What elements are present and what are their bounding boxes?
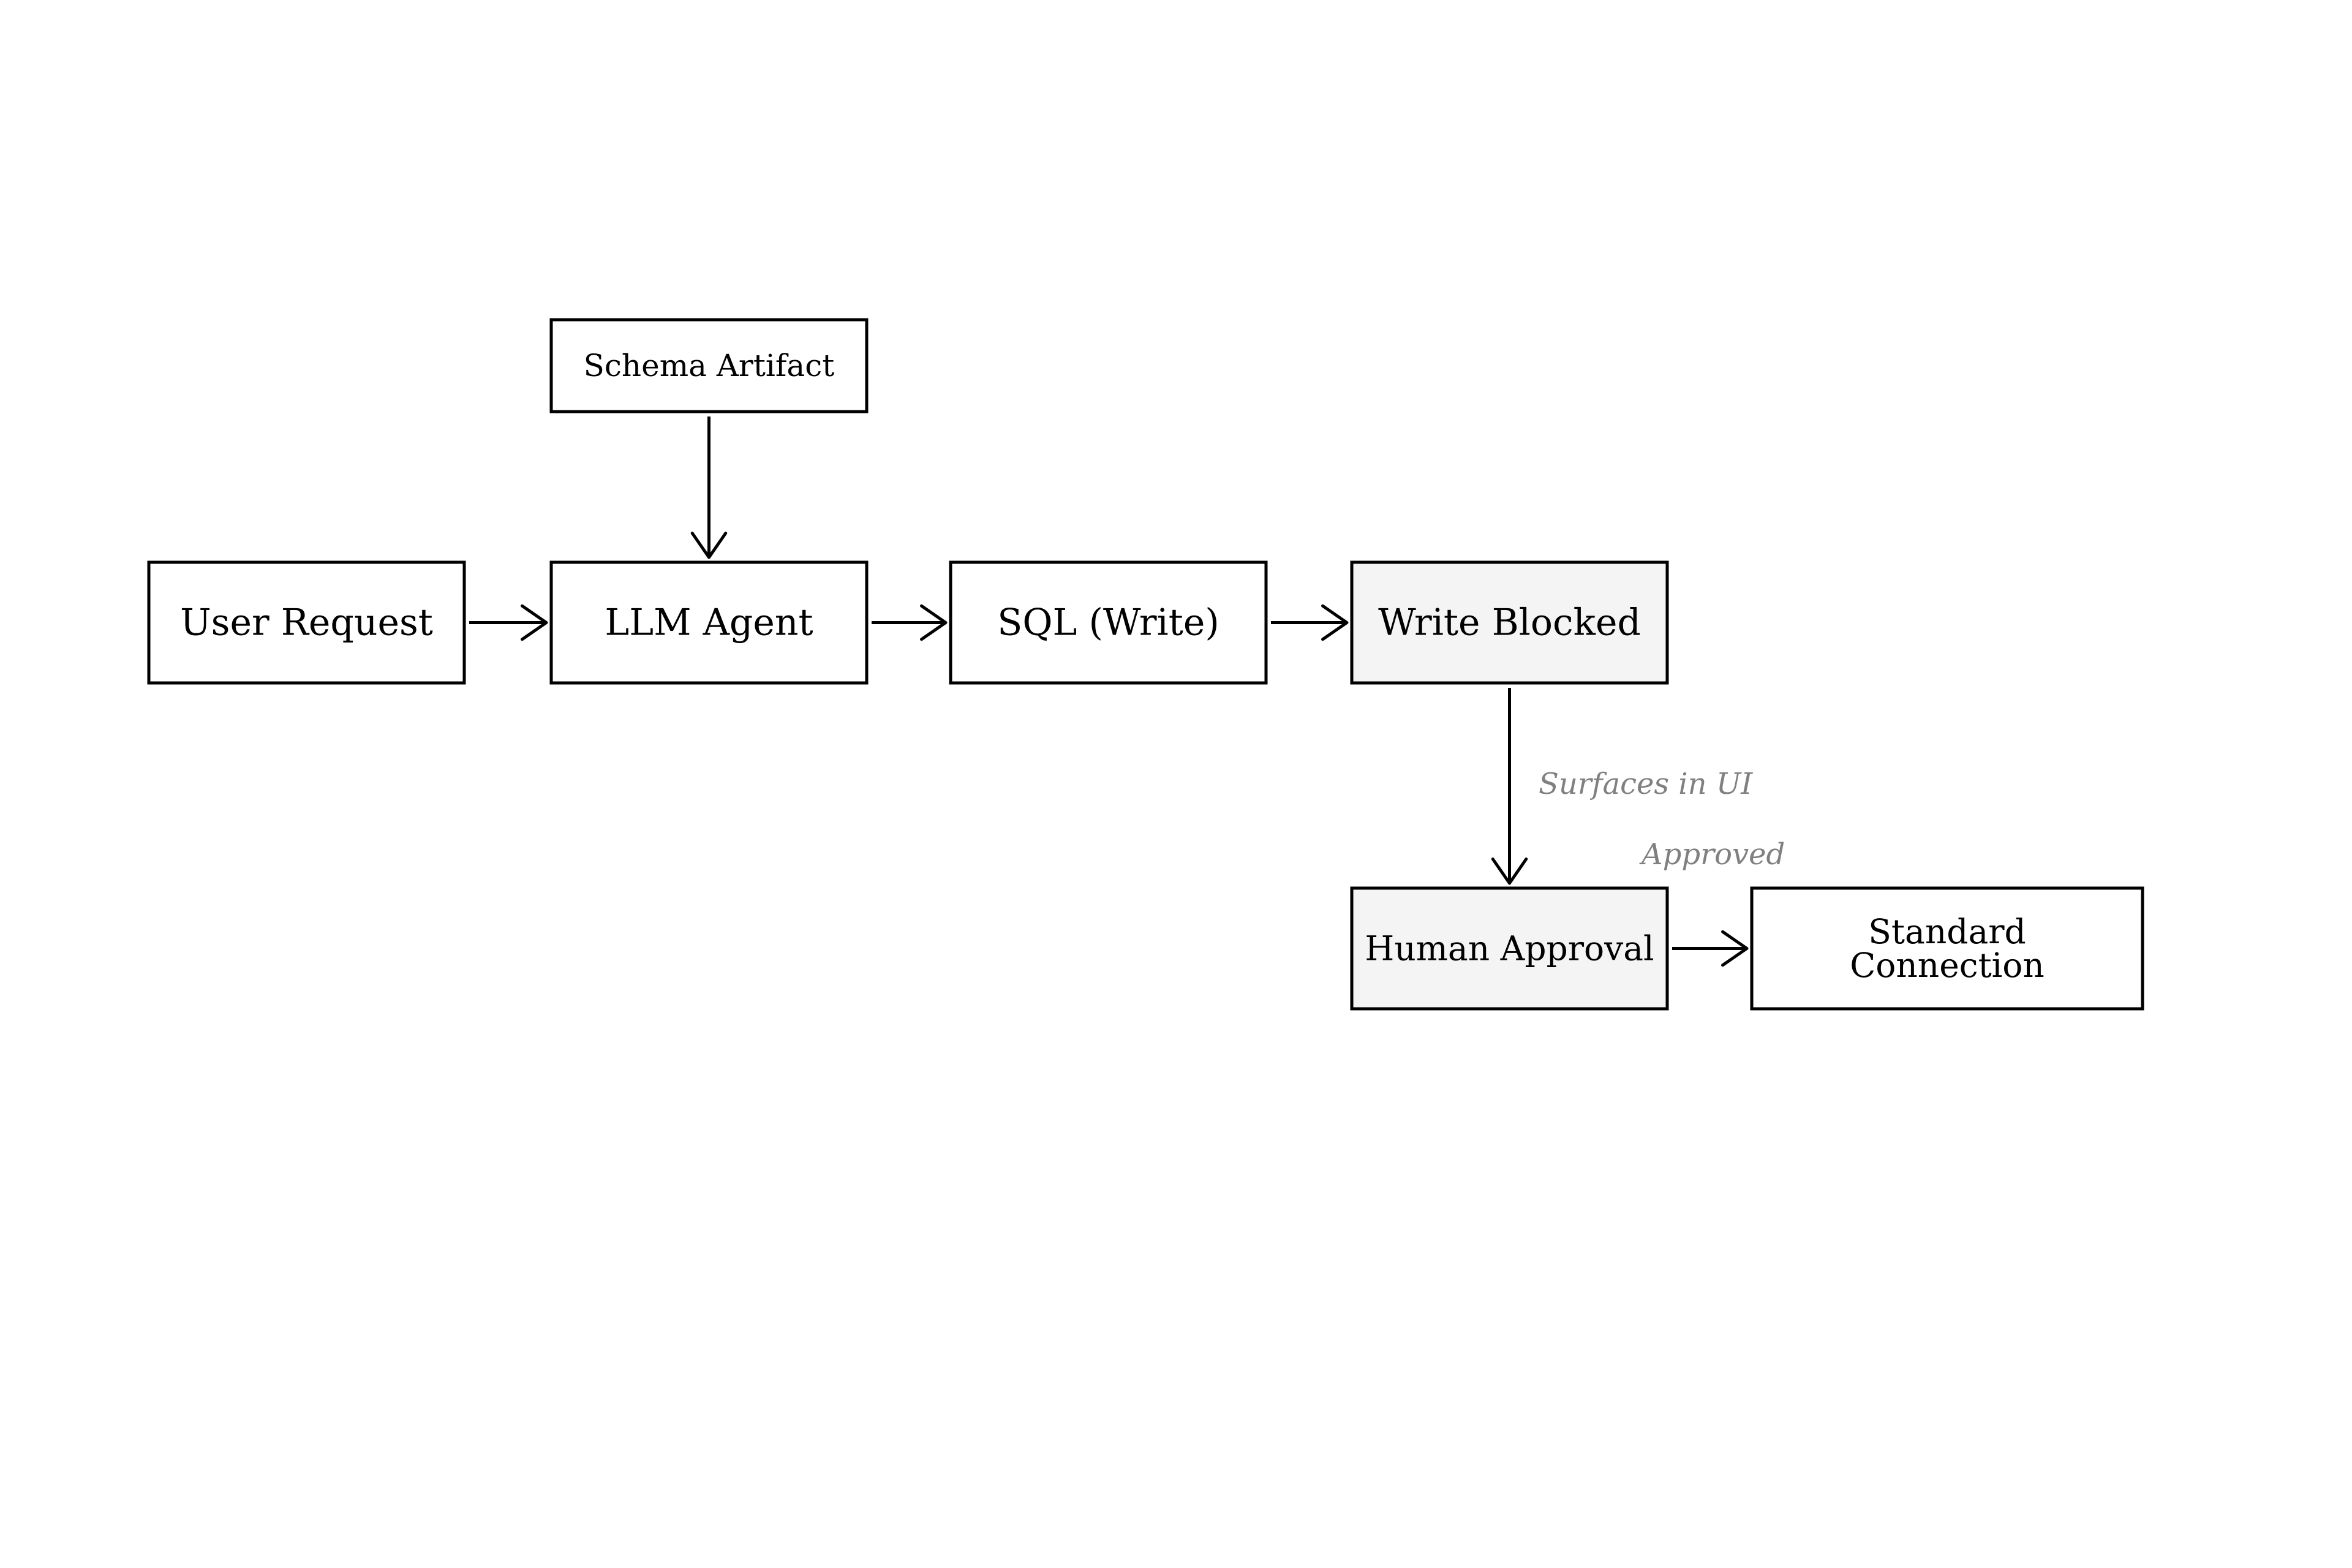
node-label: Human Approval (1365, 929, 1654, 968)
edge-llm-agent-to-sql-write (872, 604, 948, 641)
node-label: SQL (Write) (997, 601, 1219, 644)
node-box (1350, 560, 1669, 685)
node-schema-artifact: Schema Artifact (549, 318, 869, 413)
node-box (1350, 886, 1669, 1011)
node-box (147, 560, 466, 685)
arrow-head-icon (520, 604, 548, 641)
edge-write-blocked-to-human-approval: Surfaces in UI (1491, 688, 1753, 885)
edge-label: Surfaces in UI (1539, 767, 1753, 801)
node-box (949, 560, 1268, 685)
edge-schema-artifact-to-llm-agent (690, 417, 728, 559)
node-human-approval: Human Approval (1350, 886, 1669, 1011)
arrow-head-icon (1321, 604, 1349, 641)
node-label: Write Blocked (1378, 601, 1641, 644)
arrow-head-icon (919, 604, 948, 641)
arrow-head-icon (1491, 857, 1528, 885)
edge-sql-write-to-write-blocked (1271, 604, 1349, 641)
node-write-blocked: Write Blocked (1350, 560, 1669, 685)
edge-user-request-to-llm-agent (469, 604, 548, 641)
edge-human-approval-to-standard-connection: Approved (1639, 837, 1785, 967)
node-label: User Request (180, 601, 433, 644)
node-label: Standard (1868, 912, 2026, 951)
node-user-request: User Request (147, 560, 466, 685)
node-label: Connection (1850, 946, 2045, 985)
node-box (1750, 886, 2144, 1011)
node-box (549, 560, 869, 685)
arrow-head-icon (1721, 930, 1749, 967)
node-sql-write: SQL (Write) (949, 560, 1268, 685)
node-box (549, 318, 869, 413)
node-llm-agent: LLM Agent (549, 560, 869, 685)
node-label: Schema Artifact (584, 348, 835, 383)
edge-label: Approved (1639, 837, 1785, 872)
arrow-head-icon (690, 531, 728, 559)
node-label: LLM Agent (605, 601, 813, 644)
